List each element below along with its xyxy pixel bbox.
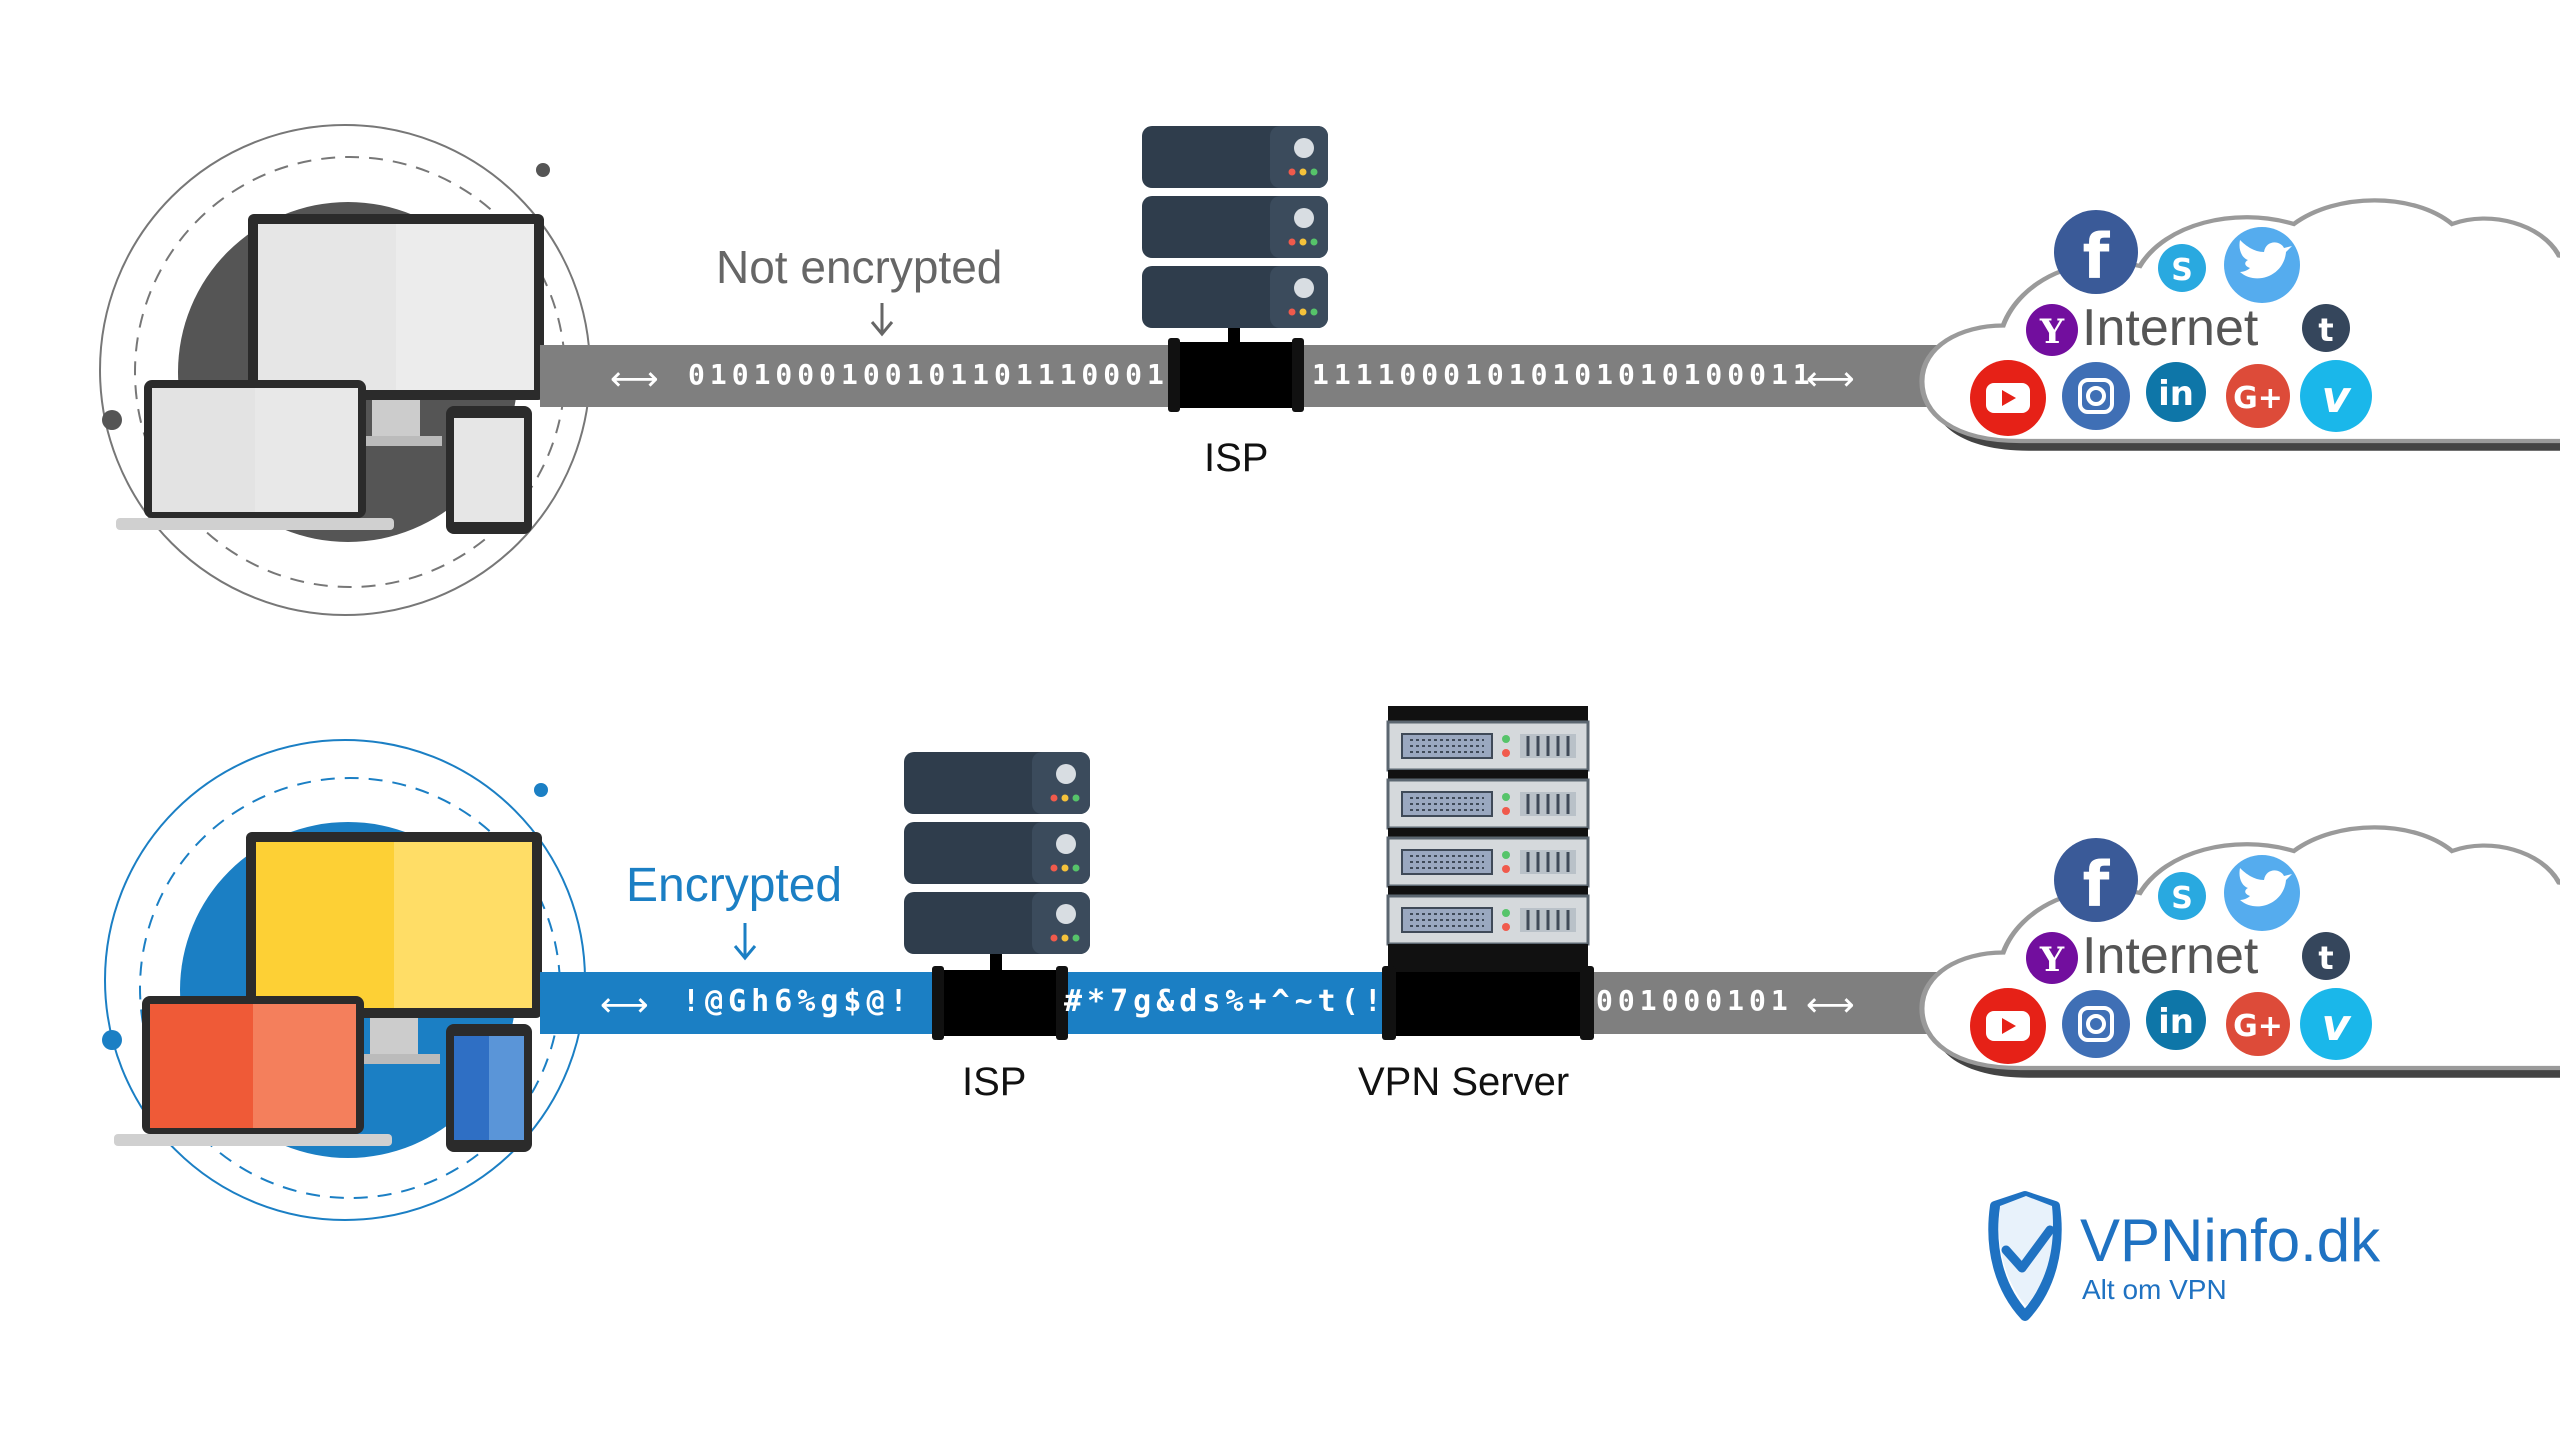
instagram-icon bbox=[2062, 362, 2130, 430]
bottom-devices bbox=[102, 739, 586, 1221]
svg-text:f: f bbox=[2083, 848, 2111, 921]
linkedin-icon bbox=[2146, 362, 2206, 422]
instagram-icon bbox=[2062, 990, 2130, 1058]
svg-text:t: t bbox=[2318, 939, 2333, 977]
vimeo-icon bbox=[2300, 360, 2372, 432]
vpn-server-label: VPN Server bbox=[1358, 1060, 1570, 1104]
double-arrow-icon: ⟷ bbox=[1806, 359, 1855, 399]
down-arrow-icon bbox=[733, 923, 757, 961]
facebook-icon bbox=[2054, 210, 2138, 294]
top-internet-cloud: f S Y t in G+ v bbox=[1922, 200, 2560, 452]
skype-icon bbox=[2158, 872, 2206, 920]
brand-tagline: Alt om VPN bbox=[2082, 1274, 2227, 1305]
plain-binary-stream-left: 0101000100101101110001 bbox=[688, 358, 1169, 391]
not-encrypted-label: Not encrypted bbox=[716, 241, 1003, 293]
top-isp-server bbox=[1142, 126, 1328, 412]
yahoo-icon bbox=[2026, 932, 2078, 984]
vpn-server bbox=[1382, 706, 1594, 1040]
svg-text:in: in bbox=[2158, 1002, 2194, 1042]
svg-text:v: v bbox=[2322, 1000, 2352, 1051]
svg-text:in: in bbox=[2158, 374, 2194, 414]
double-arrow-icon: ⟷ bbox=[610, 359, 659, 399]
yahoo-icon bbox=[2026, 304, 2078, 356]
vimeo-icon bbox=[2300, 988, 2372, 1060]
double-arrow-icon: ⟷ bbox=[1806, 985, 1855, 1025]
bottom-internet-cloud: f S Y t in G+ v bbox=[1922, 827, 2560, 1079]
encrypted-stream-b: #*7g&ds%+^~t(!= bbox=[1064, 984, 1380, 1019]
googleplus-icon bbox=[2226, 364, 2290, 428]
encrypted-label: Encrypted bbox=[626, 859, 843, 912]
svg-text:S: S bbox=[2171, 253, 2193, 288]
shield-check-icon bbox=[1988, 1191, 2062, 1321]
facebook-icon bbox=[2054, 838, 2138, 922]
svg-text:G+: G+ bbox=[2233, 381, 2283, 416]
svg-text:f: f bbox=[2083, 220, 2111, 293]
top-internet-label: Internet bbox=[2082, 299, 2259, 357]
bottom-isp-label: ISP bbox=[962, 1060, 1027, 1104]
down-arrow-icon bbox=[870, 303, 894, 337]
plain-binary-stream-right: 11110001010101010100011 bbox=[1312, 358, 1815, 391]
bottom-internet-label: Internet bbox=[2082, 927, 2259, 985]
tumblr-icon bbox=[2302, 932, 2350, 980]
encrypted-stream-c: 001000101 bbox=[1596, 984, 1793, 1017]
googleplus-icon bbox=[2226, 992, 2290, 1056]
bottom-isp-server bbox=[904, 752, 1090, 1040]
double-arrow-icon: ⟷ bbox=[600, 985, 649, 1025]
encrypted-stream-a: !@Gh6%g$@! bbox=[682, 984, 913, 1019]
linkedin-icon bbox=[2146, 990, 2206, 1050]
top-devices bbox=[99, 124, 591, 616]
svg-text:Y: Y bbox=[2039, 940, 2065, 980]
brand-name: VPNinfo.dk bbox=[2080, 1207, 2381, 1274]
svg-text:v: v bbox=[2322, 372, 2352, 423]
skype-icon bbox=[2158, 244, 2206, 292]
svg-text:Y: Y bbox=[2039, 312, 2065, 352]
tumblr-icon bbox=[2302, 304, 2350, 352]
svg-text:t: t bbox=[2318, 311, 2333, 349]
top-isp-label: ISP bbox=[1204, 436, 1269, 480]
svg-text:G+: G+ bbox=[2233, 1009, 2283, 1044]
svg-text:S: S bbox=[2171, 881, 2193, 916]
